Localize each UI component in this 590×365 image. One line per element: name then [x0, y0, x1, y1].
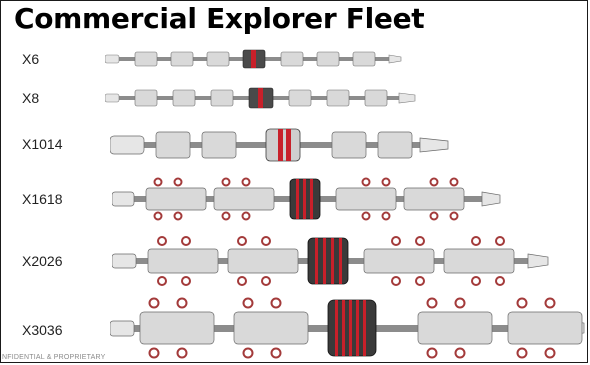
fleet-row-x8: X8	[0, 86, 588, 110]
robot-image-x1014	[110, 128, 449, 162]
robot-image-x2026	[112, 236, 549, 286]
model-label-x2026: X2026	[22, 253, 63, 269]
robot-image-x1618	[112, 177, 501, 221]
model-label-x1618: X1618	[22, 191, 63, 207]
model-label-x8: X8	[22, 90, 40, 106]
fleet-row-x1014: X1014	[0, 126, 588, 164]
fleet-row-x1618: X1618	[0, 176, 588, 222]
fleet-row-x2026: X2026	[0, 234, 588, 288]
model-label-x1014: X1014	[22, 136, 63, 152]
confidential-footer: NFIDENTIAL & PROPRIETARY	[2, 354, 106, 361]
model-label-x3036: X3036	[22, 322, 63, 338]
robot-image-x8	[105, 87, 416, 109]
robot-image-x3036	[110, 297, 585, 359]
robot-image-x6	[105, 49, 402, 69]
fleet-row-x3036: X3036	[0, 296, 588, 360]
fleet-row-x6: X6	[0, 48, 588, 70]
model-label-x6: X6	[22, 51, 40, 67]
slide-title: Commercial Explorer Fleet	[14, 2, 425, 35]
